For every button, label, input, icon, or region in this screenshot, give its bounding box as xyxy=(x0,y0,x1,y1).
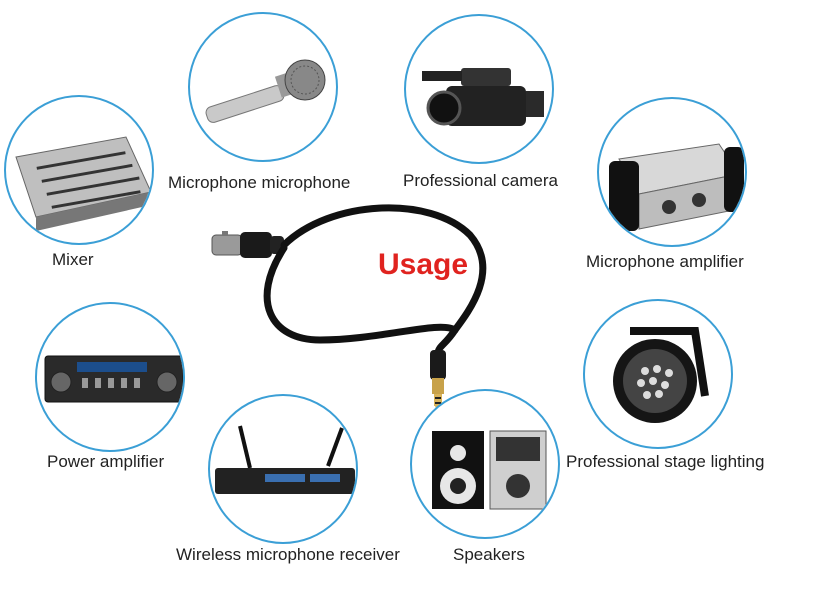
stage-lighting-label: Professional stage lighting xyxy=(566,452,765,471)
mic-amplifier-label: Microphone amplifier xyxy=(586,252,744,271)
microphone-icon xyxy=(205,59,326,123)
mini-xlr-connector xyxy=(211,231,284,258)
speakers-label: Speakers xyxy=(453,545,525,564)
wireless-receiver-icon xyxy=(215,425,355,494)
mixer-circle xyxy=(4,95,154,245)
mixer-label: Mixer xyxy=(52,250,94,269)
camera-circle xyxy=(404,14,554,164)
power-amplifier-circle xyxy=(35,302,185,452)
mic-amplifier-circle xyxy=(597,97,747,247)
camera-label: Professional camera xyxy=(403,171,558,190)
mixer-icon xyxy=(15,136,152,231)
microphone-label: Microphone microphone xyxy=(168,173,351,192)
usage-title: Usage xyxy=(378,248,469,281)
camera-icon xyxy=(422,68,544,126)
plug-connector xyxy=(430,350,446,414)
speakers-circle xyxy=(410,389,560,539)
microphone-circle xyxy=(188,12,338,162)
di-box-icon xyxy=(609,143,744,231)
wireless-receiver-circle xyxy=(208,394,358,544)
stage-light-icon xyxy=(613,327,709,423)
stage-lighting-circle xyxy=(583,299,733,449)
wireless-receiver-label: Wireless microphone receiver xyxy=(176,545,400,564)
power-amplifier-label: Power amplifier xyxy=(47,452,165,471)
speakers-icon xyxy=(432,430,547,510)
amplifier-icon xyxy=(44,355,183,403)
